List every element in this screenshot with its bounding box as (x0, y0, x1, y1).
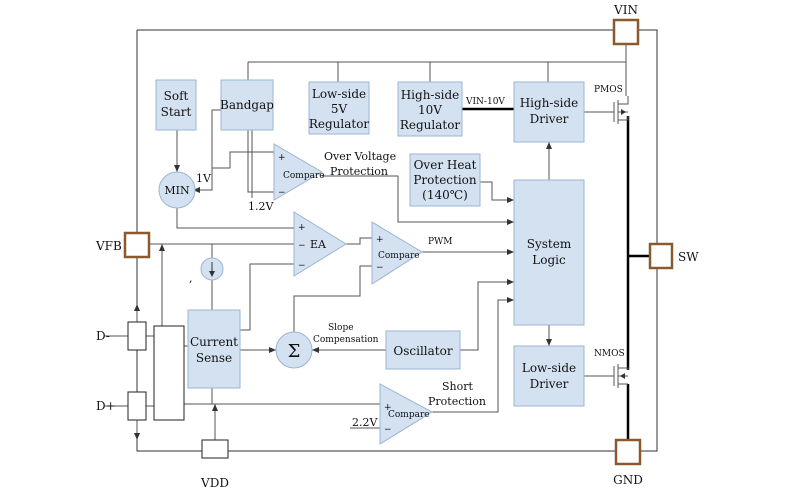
slope-label-1: Slope (328, 323, 354, 333)
min-label: MIN (164, 184, 190, 197)
oscillator-label: Oscillator (393, 344, 452, 358)
lowside-5v-regulator-block: Low-side 5V Regulator (308, 81, 370, 135)
highside-10v-regulator-block: High-side 10V Regulator (397, 81, 463, 137)
lowside-driver-label-1: Low-side (522, 361, 576, 375)
lowside-driver-block: Low-side Driver (513, 345, 585, 407)
arrowheads (134, 142, 552, 440)
system-logic-label-2: Logic (532, 253, 566, 267)
pwm-label: PWM (428, 237, 453, 247)
soft-start-block: Soft Start (155, 79, 197, 131)
ea-label: EA (310, 238, 327, 251)
stray-comma: , (189, 272, 193, 285)
highside-10v-label-3: Regulator (400, 118, 461, 132)
min-block: MIN (158, 171, 196, 209)
system-logic-label-1: System (527, 237, 572, 251)
dminus-pin (127, 321, 147, 351)
highside-driver-label-1: High-side (520, 96, 579, 110)
over-voltage-label-1: Over Voltage (324, 150, 396, 163)
gnd-label: GND (613, 473, 643, 487)
oscillator-block: Oscillator (385, 330, 461, 370)
over-heat-label-1: Over Heat (414, 158, 477, 172)
soft-start-label-2: Start (161, 105, 192, 119)
current-sense-label-1: Current (190, 335, 238, 349)
ovp-comparator: + − Compare (273, 143, 325, 201)
highside-driver-block: High-side Driver (513, 81, 585, 143)
gnd-pin (614, 438, 642, 466)
short-minus: − (384, 425, 392, 435)
sigma-summer: Σ (275, 331, 313, 369)
over-heat-label-3: (140℃) (422, 188, 468, 202)
lowside-driver-label-2: Driver (530, 377, 569, 391)
lowside-5v-label-3: Regulator (309, 117, 370, 131)
vin-label: VIN (613, 3, 638, 17)
bandgap-label: Bandgap (220, 98, 274, 112)
vdd-label: VDD (200, 476, 229, 490)
nmos-label: NMOS (594, 349, 625, 359)
current-sense-block: Current Sense (187, 309, 241, 389)
over-voltage-label-2: Protection (330, 165, 388, 178)
short-comparator: + − Compare (379, 383, 434, 445)
short-plus: + (384, 403, 392, 413)
ovp-minus: − (278, 188, 286, 198)
chip-border-bottom (136, 30, 616, 452)
short-label-1: Short (442, 380, 474, 393)
vin-10v-label: VIN-10V (465, 97, 505, 107)
system-logic-block: System Logic (513, 179, 585, 326)
pwm-minus: − (376, 263, 384, 273)
slope-label-2: Compensation (313, 335, 379, 345)
1v-label: 1V (196, 172, 212, 185)
over-heat-block: Over Heat Protection (140℃) (409, 153, 481, 207)
soft-start-label-1: Soft (164, 89, 189, 103)
ea-minus: − (298, 241, 306, 251)
lowside-5v-label-1: Low-side (312, 87, 366, 101)
nmos-transistor-icon (613, 364, 629, 388)
ovp-compare-label: Compare (283, 171, 325, 181)
highside-10v-label-1: High-side (401, 88, 460, 102)
usb-mux-block (153, 325, 185, 421)
pwm-comparator: + − Compare (371, 221, 423, 285)
lowside-5v-label-2: 5V (331, 102, 348, 116)
bandgap-block: Bandgap (220, 79, 274, 131)
ea-minus-2: − (298, 261, 306, 271)
short-compare-label: Compare (388, 410, 430, 420)
sw-pin (648, 242, 674, 270)
sigma-label: Σ (288, 341, 301, 362)
ovp-plus: + (278, 153, 286, 163)
pwm-compare-label: Compare (378, 251, 420, 261)
pwm-plus: + (376, 235, 384, 245)
over-heat-label-2: Protection (413, 173, 477, 187)
short-label-2: Protection (428, 395, 486, 408)
highside-driver-label-2: Driver (530, 112, 569, 126)
1-2v-label: 1.2V (248, 200, 274, 213)
sw-label: SW (678, 250, 699, 264)
vin-pin (612, 18, 640, 46)
pmos-transistor-icon (613, 96, 629, 124)
dplus-label: D+ (96, 399, 116, 413)
error-amplifier: + − − EA (293, 211, 347, 277)
current-source-icon (200, 257, 224, 281)
dminus-label: D- (96, 329, 110, 343)
highside-10v-label-2: 10V (418, 103, 442, 117)
vdd-pin (201, 439, 229, 459)
dplus-pin (127, 391, 147, 421)
pmos-label: PMOS (594, 85, 623, 95)
wires (105, 42, 650, 440)
2-2v-label: 2.2V (352, 416, 378, 429)
ea-plus: + (298, 223, 306, 233)
vfb-pin (123, 231, 151, 259)
current-sense-label-2: Sense (196, 351, 232, 365)
chip-border-right (638, 29, 658, 452)
vfb-label: VFB (95, 239, 122, 253)
